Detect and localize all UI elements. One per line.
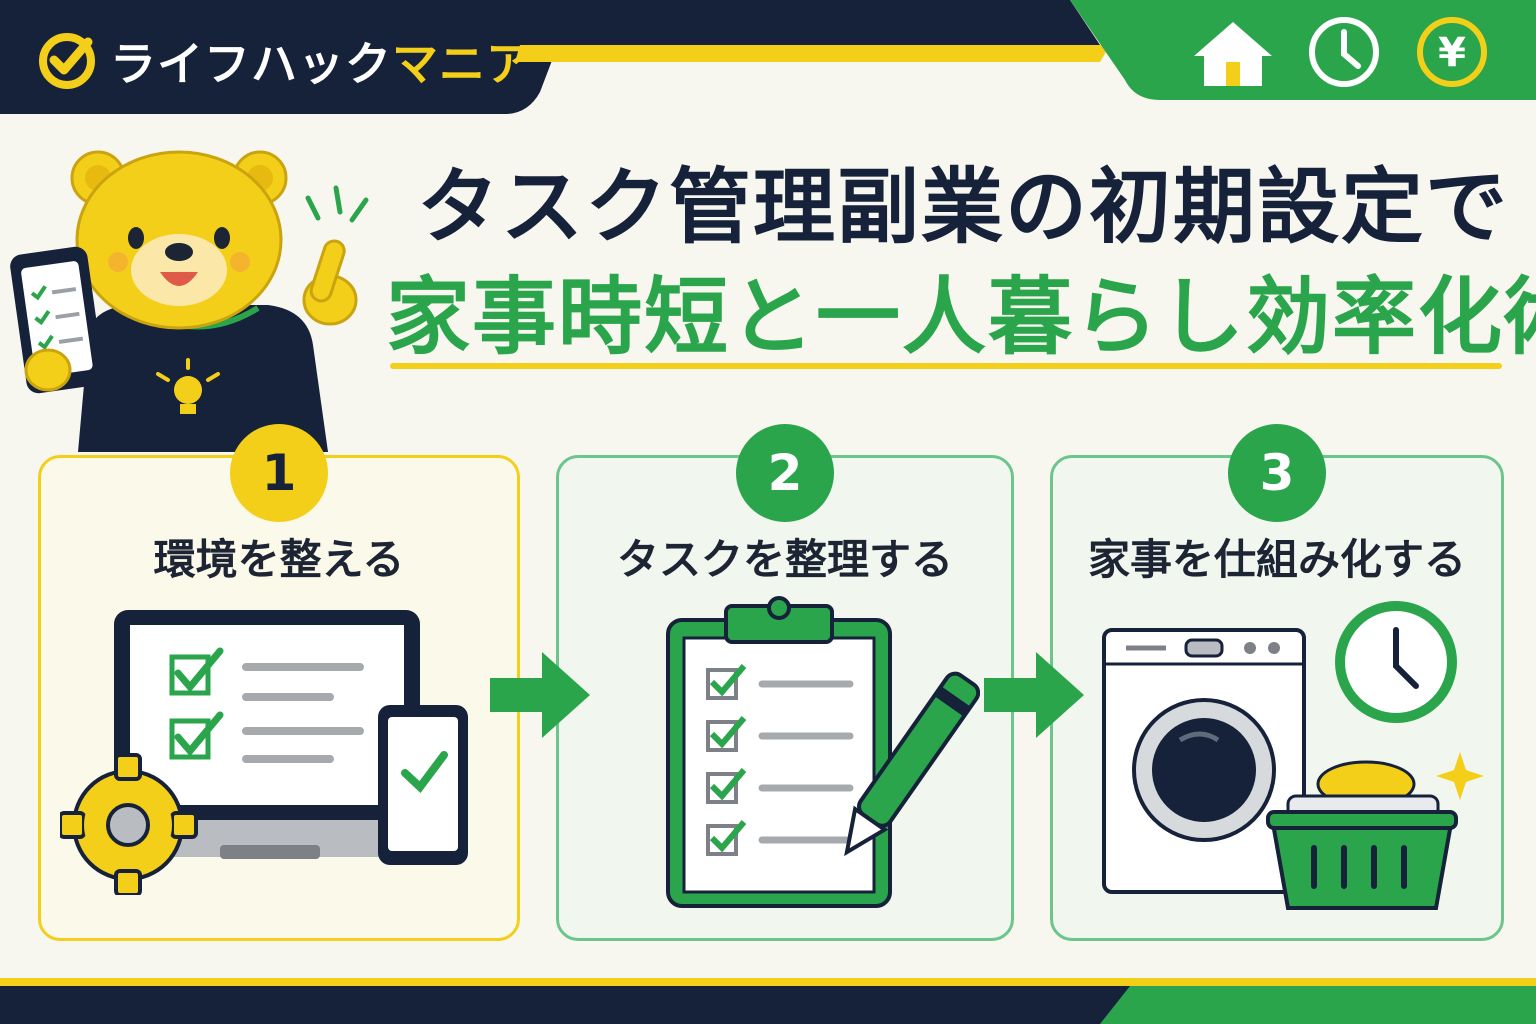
home-icon[interactable] xyxy=(1190,18,1276,90)
header-bar xyxy=(0,0,1536,116)
step-number-badge-2: 2 xyxy=(736,424,834,522)
title-underline xyxy=(390,363,1502,369)
clock-icon[interactable] xyxy=(1306,14,1382,90)
step-title-3: 家事を仕組み化する xyxy=(1087,535,1466,584)
laptop-phone-gear-illustration xyxy=(60,610,468,895)
step-number-badge-1: 1 xyxy=(230,424,328,522)
svg-text:¥: ¥ xyxy=(1438,30,1466,76)
pen-icon xyxy=(844,671,980,857)
step-title-2: タスクを整理する xyxy=(616,535,953,584)
checkbox-icon xyxy=(169,647,224,760)
main-title-line2: 家事時短と一人暮らし効率化術 xyxy=(386,268,1536,366)
site-logo[interactable]: ライフハックマニア xyxy=(110,28,533,94)
yen-icon[interactable]: ¥ xyxy=(1414,14,1490,90)
step-title-1: 環境を整える xyxy=(153,535,405,584)
footer-bar xyxy=(0,978,1536,1024)
bear-mascot-illustration xyxy=(10,150,369,452)
gear-icon xyxy=(60,753,198,895)
arrow-right-icon xyxy=(490,652,590,738)
clock-icon xyxy=(1335,601,1457,723)
clipboard-checklist-pen-illustration xyxy=(666,596,980,908)
main-title-line1: タスク管理副業の初期設定で xyxy=(416,160,1509,255)
step-number-badge-3: 3 xyxy=(1228,424,1326,522)
check-circle-logo-icon xyxy=(39,33,95,89)
washer-clock-basket-illustration xyxy=(1102,601,1484,910)
logo-text-main: ライフハック xyxy=(110,37,392,91)
arrow-right-icon xyxy=(984,652,1084,738)
logo-text-accent: マニア xyxy=(392,37,533,91)
